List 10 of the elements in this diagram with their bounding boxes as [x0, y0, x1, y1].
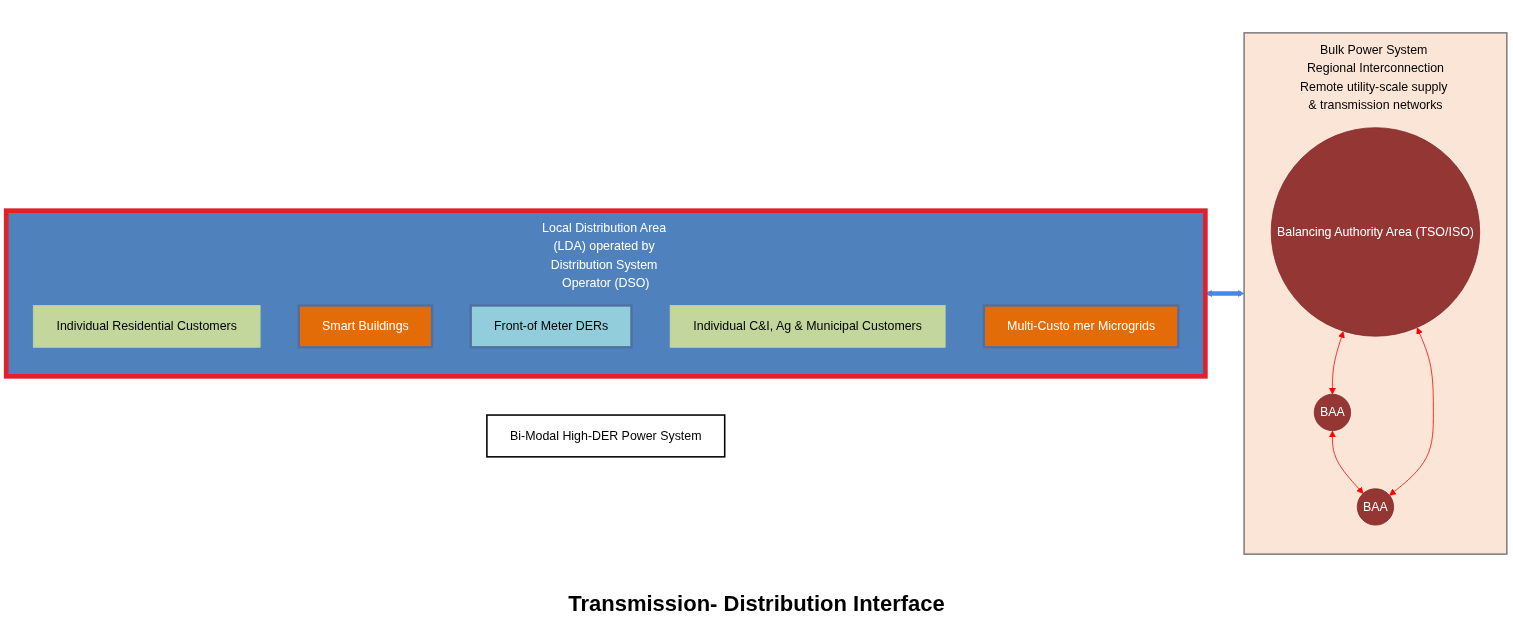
node-box: Individual C&I, Ag & Municipal Customers [669, 305, 946, 348]
node-box: Individual Residential Customers [32, 305, 261, 348]
node-circle: BAA [1313, 393, 1351, 432]
node-box: Multi-Custo mer Microgrids [982, 304, 1180, 349]
interface-label: Transmission- Distribution Interface [568, 591, 945, 617]
node-box: Bi-Modal High-DER Power System [486, 414, 726, 458]
node-circle: BAA [1356, 488, 1395, 526]
node-circle: Balancing Authority Area (TSO/ISO) [1270, 127, 1481, 337]
node-box: Smart Buildings [297, 304, 434, 349]
node-box: Front-of Meter DERs [469, 304, 633, 349]
